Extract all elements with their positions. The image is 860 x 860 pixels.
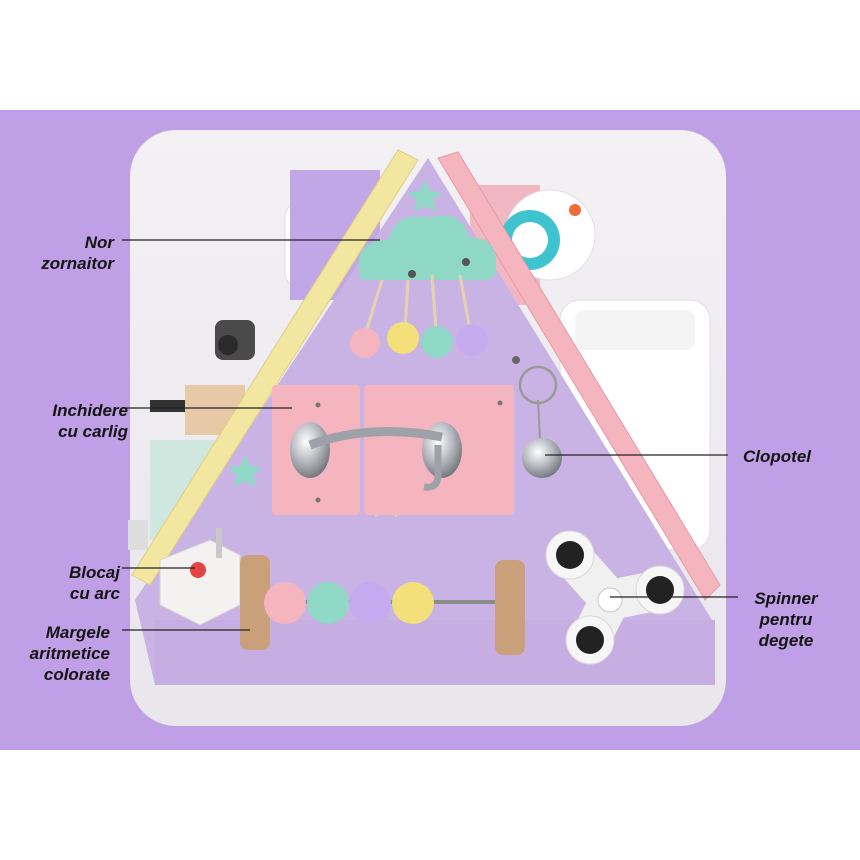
label-line: Margele bbox=[45, 623, 110, 642]
label-line: Clopotel bbox=[743, 447, 811, 466]
star-left bbox=[228, 455, 262, 487]
label-spring-lock: Blocaj cu arc bbox=[14, 562, 120, 604]
fidget-spinner bbox=[545, 530, 685, 665]
label-line: Blocaj bbox=[68, 563, 120, 582]
callout-lines bbox=[122, 239, 738, 631]
hook-latch bbox=[272, 385, 514, 515]
label-line: zornaitor bbox=[41, 254, 114, 273]
abacus bbox=[240, 555, 525, 655]
label-bell: Clopotel bbox=[743, 446, 811, 467]
label-line: colorate bbox=[43, 665, 110, 684]
label-fidget-spinner: Spinner pentru degete bbox=[738, 588, 834, 651]
label-line: cu arc bbox=[69, 584, 120, 603]
label-line: degete bbox=[758, 631, 814, 650]
label-line: Inchidere bbox=[52, 401, 128, 420]
pink-edge bbox=[437, 151, 721, 601]
label-hook-latch: Inchidere cu carlig bbox=[8, 400, 128, 442]
yellow-edge bbox=[131, 149, 419, 586]
star-top bbox=[408, 180, 442, 212]
cloud-rattle bbox=[350, 215, 497, 358]
label-line: aritmetice bbox=[29, 644, 110, 663]
bell-keyring bbox=[512, 356, 562, 478]
label-line: cu carlig bbox=[58, 422, 128, 441]
label-cloud-rattle: Nor zornaitor bbox=[14, 232, 114, 274]
label-line: Spinner bbox=[754, 589, 818, 608]
label-line: pentru bbox=[759, 610, 813, 629]
label-line: Nor bbox=[84, 233, 114, 252]
label-abacus-beads: Margele aritmetice colorate bbox=[4, 622, 110, 685]
